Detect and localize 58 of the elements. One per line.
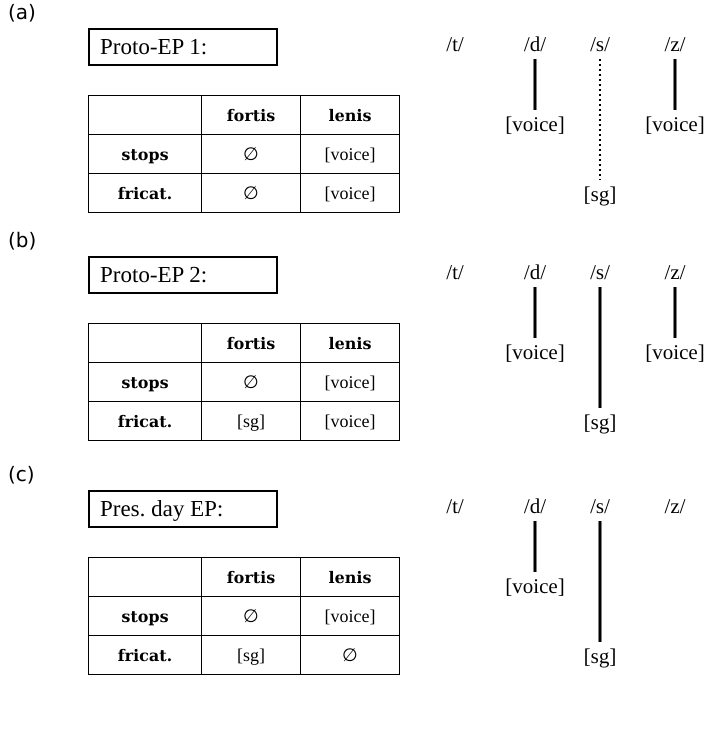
association-line: [534, 59, 536, 110]
panel-letter: (a): [8, 0, 36, 24]
feature-label: [voice]: [505, 112, 565, 137]
feature-label: [voice]: [645, 112, 705, 137]
phoneme-label: /s/: [590, 494, 610, 519]
table-cell: [voice]: [300, 362, 400, 402]
row-header: stops: [88, 134, 202, 174]
feature-label: [sg]: [584, 410, 616, 435]
phoneme-label: /z/: [664, 494, 686, 519]
heading-box: Proto-EP 1:: [88, 28, 278, 66]
feature-label: [voice]: [505, 340, 565, 365]
row-header: stops: [88, 362, 202, 402]
column-header: lenis: [300, 324, 400, 362]
table-cell: [voice]: [300, 134, 400, 174]
table-cell: ∅: [202, 362, 300, 402]
table-cell: [voice]: [300, 402, 400, 440]
phoneme-label: /t/: [446, 32, 464, 57]
association-line: [674, 59, 676, 110]
feature-label: [voice]: [645, 340, 705, 365]
table-cell: [sg]: [202, 402, 300, 440]
phoneme-label: /z/: [664, 260, 686, 285]
table-cell: ∅: [202, 174, 300, 212]
heading-box: Proto-EP 2:: [88, 256, 278, 294]
table-cell: [voice]: [300, 174, 400, 212]
association-line: [598, 521, 602, 642]
association-line: [674, 287, 676, 338]
phoneme-label: /z/: [664, 32, 686, 57]
column-header: lenis: [300, 96, 400, 134]
association-line: [534, 287, 536, 338]
column-header: fortis: [202, 324, 300, 362]
association-line: [599, 59, 601, 180]
association-line: [598, 287, 602, 408]
column-header: lenis: [300, 558, 400, 596]
row-header: fricat.: [88, 402, 202, 440]
phoneme-label: /d/: [524, 32, 546, 57]
phoneme-label: /s/: [590, 32, 610, 57]
table-cell: ∅: [202, 134, 300, 174]
phoneme-label: /d/: [524, 494, 546, 519]
heading-box: Pres. day EP:: [88, 490, 278, 528]
phoneme-label: /s/: [590, 260, 610, 285]
feature-label: [voice]: [505, 574, 565, 599]
feature-label: [sg]: [584, 182, 616, 207]
table-cell: ∅: [300, 636, 400, 674]
table-cell: [sg]: [202, 636, 300, 674]
row-header: fricat.: [88, 636, 202, 674]
phoneme-label: /d/: [524, 260, 546, 285]
phoneme-label: /t/: [446, 260, 464, 285]
panel-letter: (b): [8, 228, 36, 252]
table-cell: ∅: [202, 596, 300, 636]
association-line: [534, 521, 536, 572]
feature-label: [sg]: [584, 644, 616, 669]
column-header: fortis: [202, 558, 300, 596]
panel-letter: (c): [8, 462, 35, 486]
phoneme-label: /t/: [446, 494, 464, 519]
table-cell: [voice]: [300, 596, 400, 636]
row-header: fricat.: [88, 174, 202, 212]
row-header: stops: [88, 596, 202, 636]
column-header: fortis: [202, 96, 300, 134]
